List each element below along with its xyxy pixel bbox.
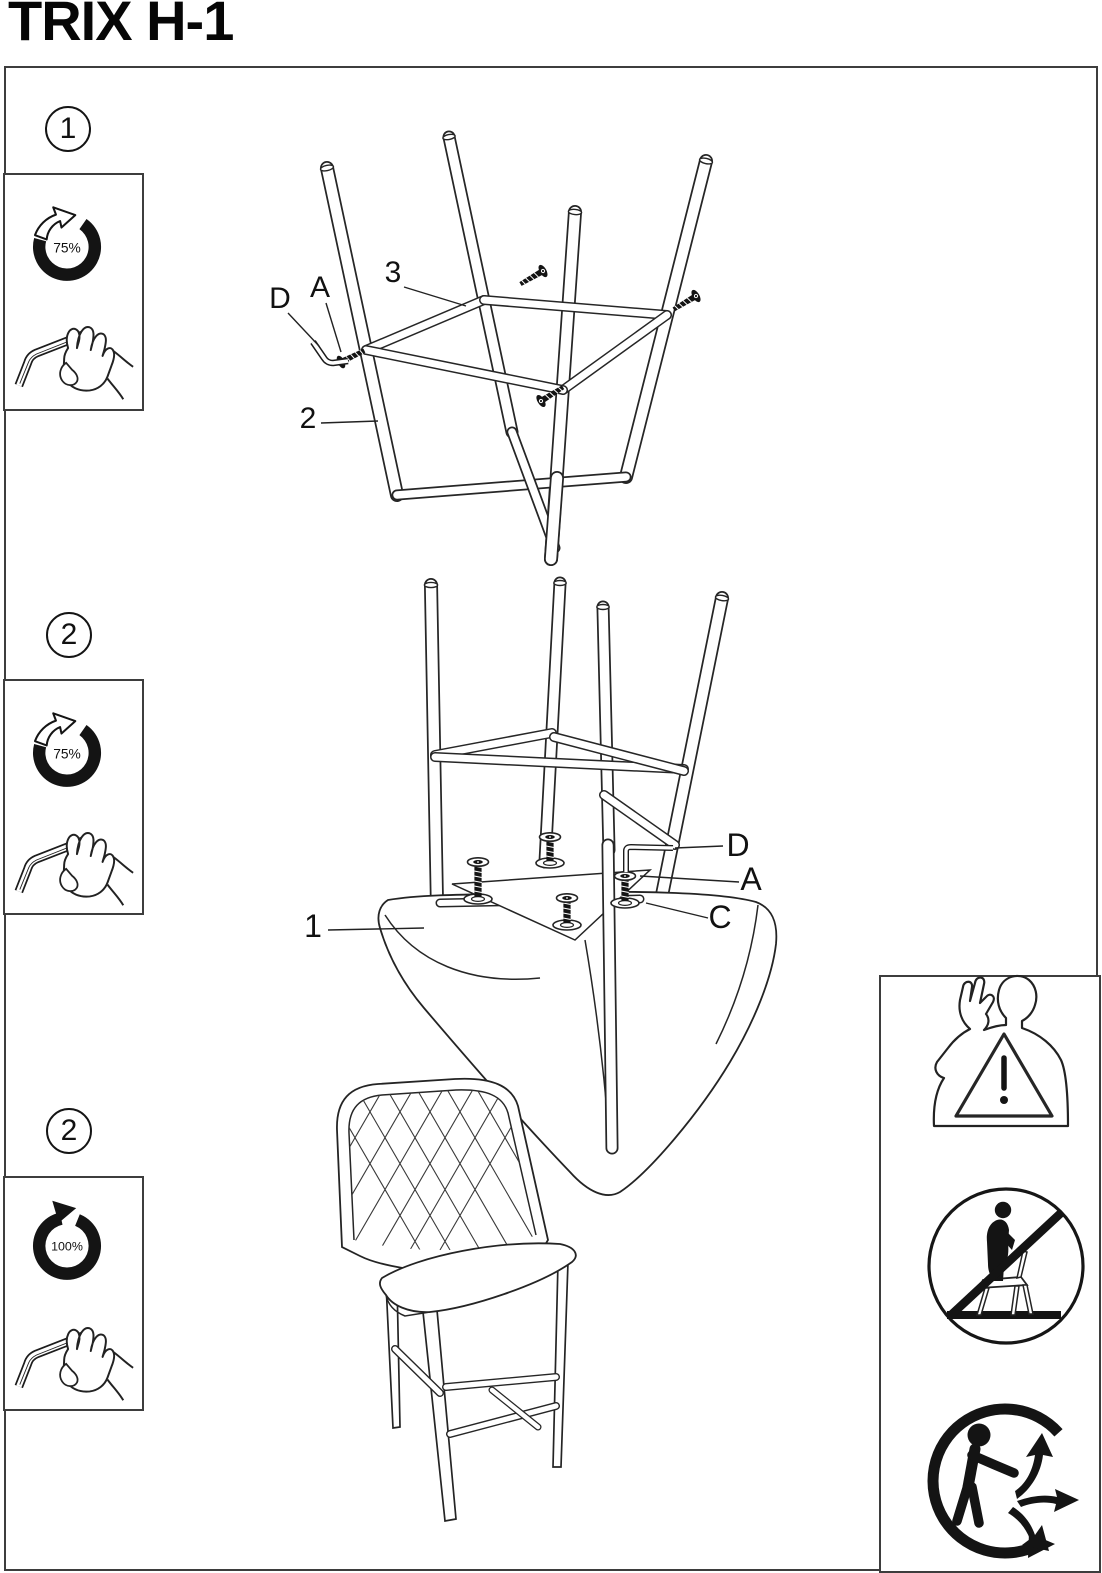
screw-with-washer bbox=[463, 856, 493, 905]
step-number: 2 bbox=[60, 618, 78, 651]
stretcher-tubes bbox=[430, 728, 689, 850]
allen-key-icon bbox=[310, 340, 349, 367]
leader-lines bbox=[327, 845, 740, 931]
torque-value: 75% bbox=[53, 746, 81, 761]
allen-key-hand-icon bbox=[14, 1327, 134, 1401]
step-badge-3: 2 bbox=[46, 1108, 92, 1154]
step-badge-2: 2 bbox=[46, 612, 92, 658]
label-part-1: 1 bbox=[304, 908, 322, 944]
screw-a bbox=[672, 289, 701, 312]
label-tool-d: D bbox=[726, 827, 749, 863]
step-number: 1 bbox=[59, 112, 77, 145]
leader-lines bbox=[287, 286, 467, 424]
leg-tubes bbox=[423, 576, 730, 912]
page-title: TRIX H-1 bbox=[8, 0, 234, 52]
sorting-arrows bbox=[1008, 1433, 1079, 1551]
allen-key-hand-icon bbox=[14, 326, 134, 400]
screw-a bbox=[519, 264, 548, 286]
torque-value: 100% bbox=[51, 1239, 83, 1253]
label-tool-d: D bbox=[269, 282, 291, 315]
diagram-leg-frame: D A 3 2 bbox=[269, 130, 714, 566]
diamond-quilting bbox=[348, 1089, 536, 1251]
person-silhouette bbox=[986, 1201, 1015, 1281]
screw-with-washer bbox=[535, 831, 565, 869]
label-washer-c: C bbox=[708, 899, 731, 935]
toolbox-step-1: 75% bbox=[3, 173, 144, 411]
backrest bbox=[336, 1077, 549, 1273]
seat-cushion bbox=[379, 1242, 577, 1317]
toolbox-step-2: 75% bbox=[3, 679, 144, 915]
step-badge-1: 1 bbox=[45, 106, 91, 152]
screw-with-washer bbox=[552, 892, 582, 931]
torque-100-icon: 100% bbox=[32, 1191, 102, 1280]
do-not-stand-on-chair-icon bbox=[927, 1187, 1085, 1345]
label-screw-a: A bbox=[740, 861, 762, 897]
step-number: 2 bbox=[60, 1114, 78, 1147]
torque-75-icon: 75% bbox=[32, 206, 102, 281]
diagram-seat-attachment: 1 D A C bbox=[304, 576, 778, 1196]
stretcher-tubes bbox=[361, 295, 672, 395]
seat-mount-cross bbox=[391, 426, 632, 554]
diagram-assembled-stool bbox=[336, 1077, 577, 1523]
torque-value: 75% bbox=[53, 240, 81, 255]
screw-a bbox=[536, 385, 565, 408]
allen-key-icon bbox=[623, 844, 674, 872]
torque-75-icon: 75% bbox=[32, 712, 102, 787]
label-part-3: 3 bbox=[385, 256, 402, 289]
footrest-rails bbox=[391, 1345, 560, 1438]
label-part-2: 2 bbox=[300, 402, 317, 435]
label-screw-a: A bbox=[310, 271, 330, 304]
allen-key-hand-icon bbox=[14, 832, 134, 906]
person-silhouette bbox=[952, 1423, 1019, 1528]
triman-recycling-icon bbox=[927, 1403, 1079, 1559]
toolbox-step-3: 100% bbox=[3, 1176, 144, 1411]
stool-legs bbox=[385, 1261, 569, 1523]
read-instructions-warning-icon bbox=[932, 974, 1070, 1128]
